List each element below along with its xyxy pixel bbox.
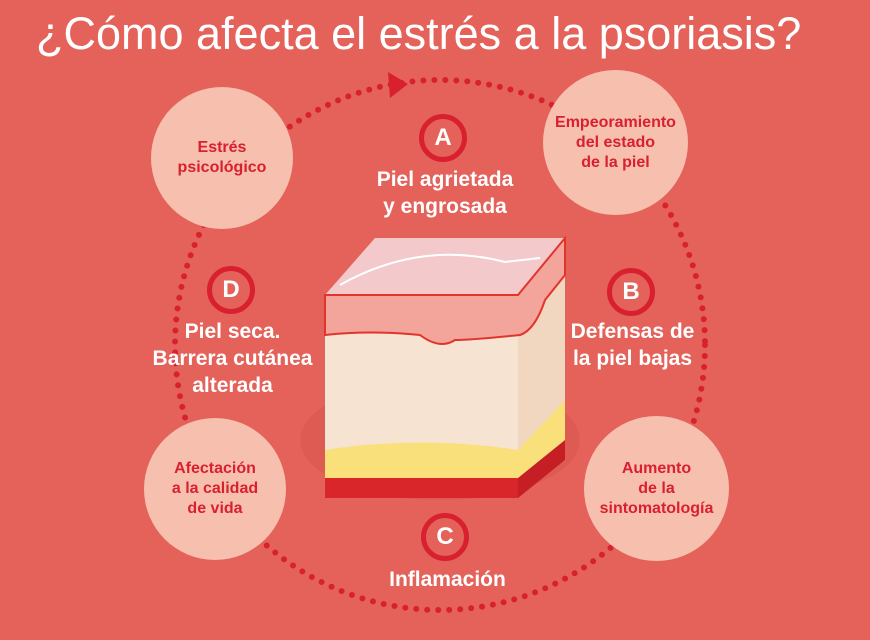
bubble-text: Empeoramiento del estado de la piel	[555, 113, 676, 171]
effect-c-label: Inflamación	[389, 568, 506, 591]
bubble-skin-worsening: Empeoramiento del estado de la piel	[543, 70, 688, 215]
arrow-head-icon	[388, 72, 408, 98]
effect-a-label: Piel agrietada y engrosada	[376, 168, 514, 218]
bubble-psychological-stress: Estrés psicológico	[151, 87, 293, 229]
badge-b: B	[607, 268, 655, 316]
bubble-text: Aumento de la sintomatología	[599, 459, 714, 517]
badge-a: A	[419, 114, 467, 162]
bubble-text: Estrés psicológico	[177, 139, 267, 176]
effect-d-label: Piel seca. Barrera cutánea alterada	[152, 320, 313, 397]
effect-b-label: Defensas de la piel bajas	[570, 320, 695, 370]
bubble-symptoms-increase: Aumento de la sintomatología	[584, 416, 729, 561]
skin-cross-section-illustration	[324, 235, 566, 498]
bubble-text: Afectación a la calidad de vida	[171, 460, 259, 517]
badge-c: C	[421, 513, 469, 561]
page-title: ¿Cómo afecta el estrés a la psoriasis?	[36, 8, 802, 59]
badge-d: D	[207, 266, 255, 314]
dotted-cycle-ring	[172, 77, 708, 613]
bubble-quality-of-life: Afectación a la calidad de vida	[144, 418, 286, 560]
